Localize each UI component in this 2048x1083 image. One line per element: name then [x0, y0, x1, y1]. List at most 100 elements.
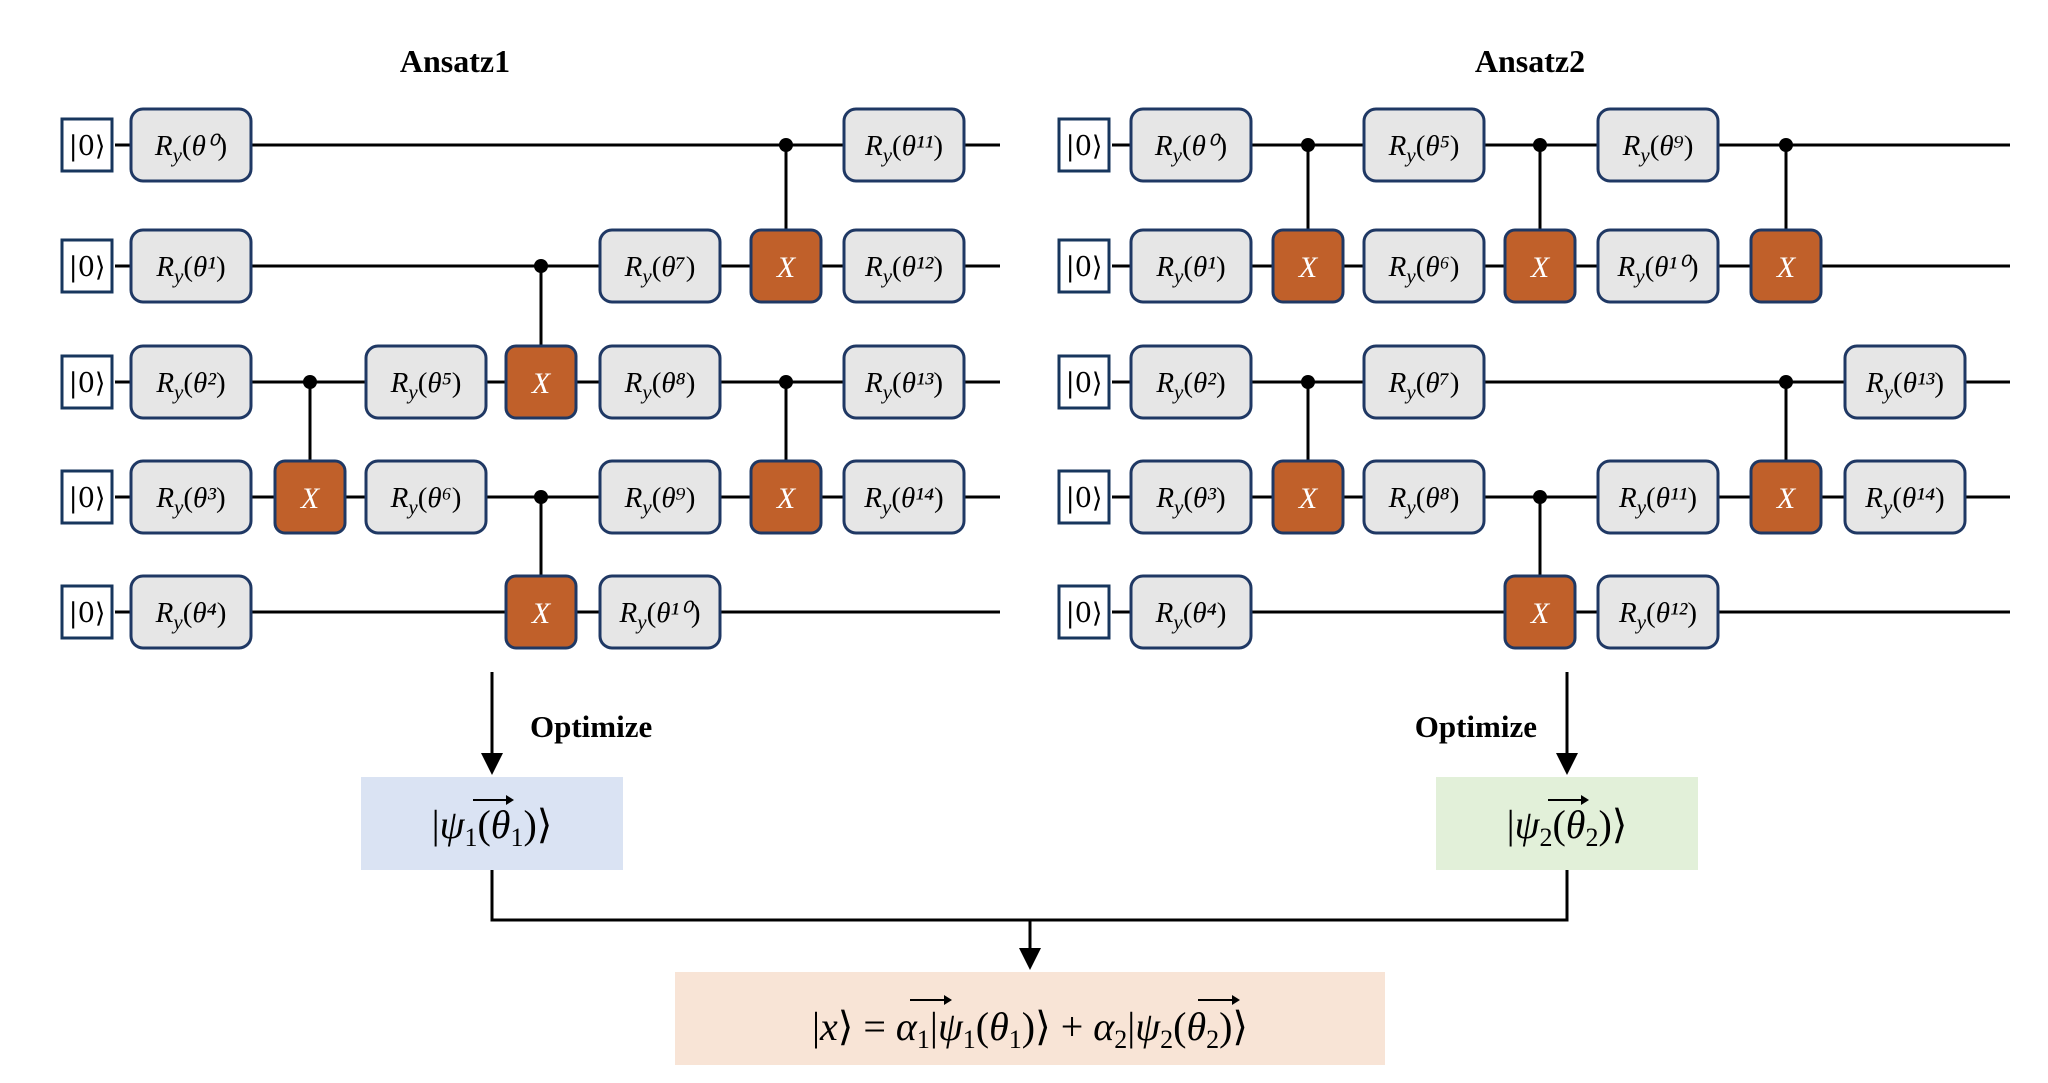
cnot-gate: X — [504, 259, 578, 420]
ket-zero-label: |0⟩ — [69, 483, 106, 514]
ry-gate-label: Ry(θ¹⁴) — [1864, 482, 1944, 519]
ry-gate: Ry(θ⁰) — [1129, 107, 1253, 183]
x-target-box — [749, 228, 823, 304]
optimize-label-left: Optimize — [530, 709, 652, 744]
ry-gate: Ry(θ⁸) — [598, 344, 722, 420]
ry-gate: Ry(θ⁵) — [364, 344, 488, 420]
ry-gate-label: Ry(θ²) — [155, 367, 225, 404]
ansatz1-title: Ansatz1 — [400, 43, 510, 79]
ry-gate: Ry(θ²) — [129, 344, 253, 420]
control-dot — [1533, 490, 1547, 504]
ry-gate: Ry(θ⁴) — [129, 574, 253, 650]
ry-gate-label: Ry(θ¹⁴) — [863, 482, 943, 519]
x-gate-label: X — [1530, 251, 1551, 284]
x-gate-label: X — [300, 482, 321, 515]
ket-zero-label: |0⟩ — [69, 252, 106, 283]
ry-gate: Ry(θ⁹) — [598, 459, 722, 535]
x-gate-label: X — [776, 251, 797, 284]
ket-zero-input: |0⟩ — [60, 354, 114, 410]
ansatz2-title: Ansatz2 — [1475, 43, 1585, 79]
ry-gate: Ry(θ¹⁴) — [842, 459, 966, 535]
ry-gate: Ry(θ⁸) — [1362, 459, 1486, 535]
ry-gate-label: Ry(θ³) — [155, 482, 225, 519]
x-target-box — [1503, 228, 1577, 304]
x-gate-label: X — [1776, 251, 1797, 284]
cnot-gate: X — [749, 375, 823, 535]
x-target-box — [504, 574, 578, 650]
x-target-box — [504, 344, 578, 420]
control-dot — [1779, 375, 1793, 389]
combination-state-label: |x⟩ = α1|ψ1(θ1)⟩ + α2|ψ2(θ2)⟩ — [812, 1004, 1248, 1054]
x-gate-label: X — [1776, 482, 1797, 515]
control-dot — [534, 490, 548, 504]
ket-zero-label: |0⟩ — [1066, 598, 1103, 629]
cnot-gate: X — [504, 490, 578, 650]
ket-zero-input: |0⟩ — [1057, 354, 1111, 410]
ket-zero-label: |0⟩ — [1066, 131, 1103, 162]
ry-gate-label: Ry(θ¹²) — [864, 251, 943, 288]
ry-gate: Ry(θ³) — [129, 459, 253, 535]
control-dot — [303, 375, 317, 389]
cnot-gate: X — [749, 138, 823, 304]
ket-zero-label: |0⟩ — [1066, 368, 1103, 399]
control-dot — [1533, 138, 1547, 152]
ry-gate: Ry(θ¹¹) — [1596, 459, 1720, 535]
combine-connector — [490, 870, 1569, 970]
ry-gate-label: Ry(θ⁰) — [1154, 130, 1227, 167]
ry-gate: Ry(θ⁷) — [1362, 344, 1486, 420]
x-gate-label: X — [1298, 482, 1319, 515]
ry-gate: Ry(θ¹⁴) — [1843, 459, 1967, 535]
control-dot — [779, 138, 793, 152]
psi1-state-label: |ψ1(θ1)⟩ — [432, 802, 553, 852]
ry-gate: Ry(θ⁵) — [1362, 107, 1486, 183]
ket-zero-input: |0⟩ — [60, 584, 114, 640]
ry-gate-label: Ry(θ¹²) — [1618, 597, 1697, 634]
x-target-box — [1271, 459, 1345, 535]
ket-zero-label: |0⟩ — [69, 368, 106, 399]
x-target-box — [1271, 228, 1345, 304]
ry-gate-label: Ry(θ⁴) — [1155, 597, 1227, 634]
x-target-box — [273, 459, 347, 535]
ry-gate: Ry(θ¹) — [1129, 228, 1253, 304]
optimize-label-right: Optimize — [1415, 709, 1537, 744]
control-dot — [1779, 138, 1793, 152]
psi1-state-box: |ψ1(θ1)⟩ — [361, 777, 623, 870]
ry-gate: Ry(θ¹¹) — [842, 107, 966, 183]
control-dot — [1301, 138, 1315, 152]
ry-gate-label: Ry(θ³) — [1155, 482, 1225, 519]
ket-zero-input: |0⟩ — [60, 117, 114, 173]
psi2-state-label: |ψ2(θ2)⟩ — [1507, 802, 1628, 852]
ket-zero-input: |0⟩ — [1057, 238, 1111, 294]
ket-zero-label: |0⟩ — [1066, 252, 1103, 283]
x-gate-label: X — [531, 367, 552, 400]
ry-gate-label: Ry(θ⁹) — [1622, 130, 1694, 167]
ry-gate: Ry(θ⁹) — [1596, 107, 1720, 183]
ry-gate: Ry(θ¹⁰) — [598, 574, 722, 650]
control-dot — [779, 375, 793, 389]
cnot-gate: X — [1503, 490, 1577, 650]
ry-gate-label: Ry(θ¹⁰) — [619, 597, 701, 634]
ry-gate: Ry(θ¹³) — [842, 344, 966, 420]
ry-gate: Ry(θ³) — [1129, 459, 1253, 535]
cnot-gate: X — [1749, 375, 1823, 535]
ry-gate: Ry(θ⁶) — [364, 459, 488, 535]
ry-gate: Ry(θ⁰) — [129, 107, 253, 183]
ry-gate-label: Ry(θ¹⁰) — [1617, 251, 1699, 288]
x-gate-label: X — [531, 597, 552, 630]
ry-gate-label: Ry(θ¹¹) — [864, 130, 943, 167]
control-dot — [534, 259, 548, 273]
ry-gate-label: Ry(θ¹³) — [864, 367, 943, 404]
ry-gate-label: Ry(θ⁷) — [624, 251, 696, 288]
ry-gate: Ry(θ¹⁰) — [1596, 228, 1720, 304]
ry-gate-label: Ry(θ¹) — [1155, 251, 1225, 288]
ansatz1-circuit: |0⟩|0⟩|0⟩|0⟩|0⟩Ry(θ⁰)Ry(θ¹)Ry(θ²)Ry(θ³)R… — [60, 107, 1000, 650]
ket-zero-input: |0⟩ — [60, 238, 114, 294]
x-gate-label: X — [1530, 597, 1551, 630]
ry-gate: Ry(θ⁴) — [1129, 574, 1253, 650]
ry-gate-label: Ry(θ⁶) — [1388, 251, 1460, 288]
x-gate-label: X — [1298, 251, 1319, 284]
ry-gate-label: Ry(θ¹³) — [1865, 367, 1944, 404]
ket-zero-input: |0⟩ — [1057, 584, 1111, 640]
x-target-box — [749, 459, 823, 535]
